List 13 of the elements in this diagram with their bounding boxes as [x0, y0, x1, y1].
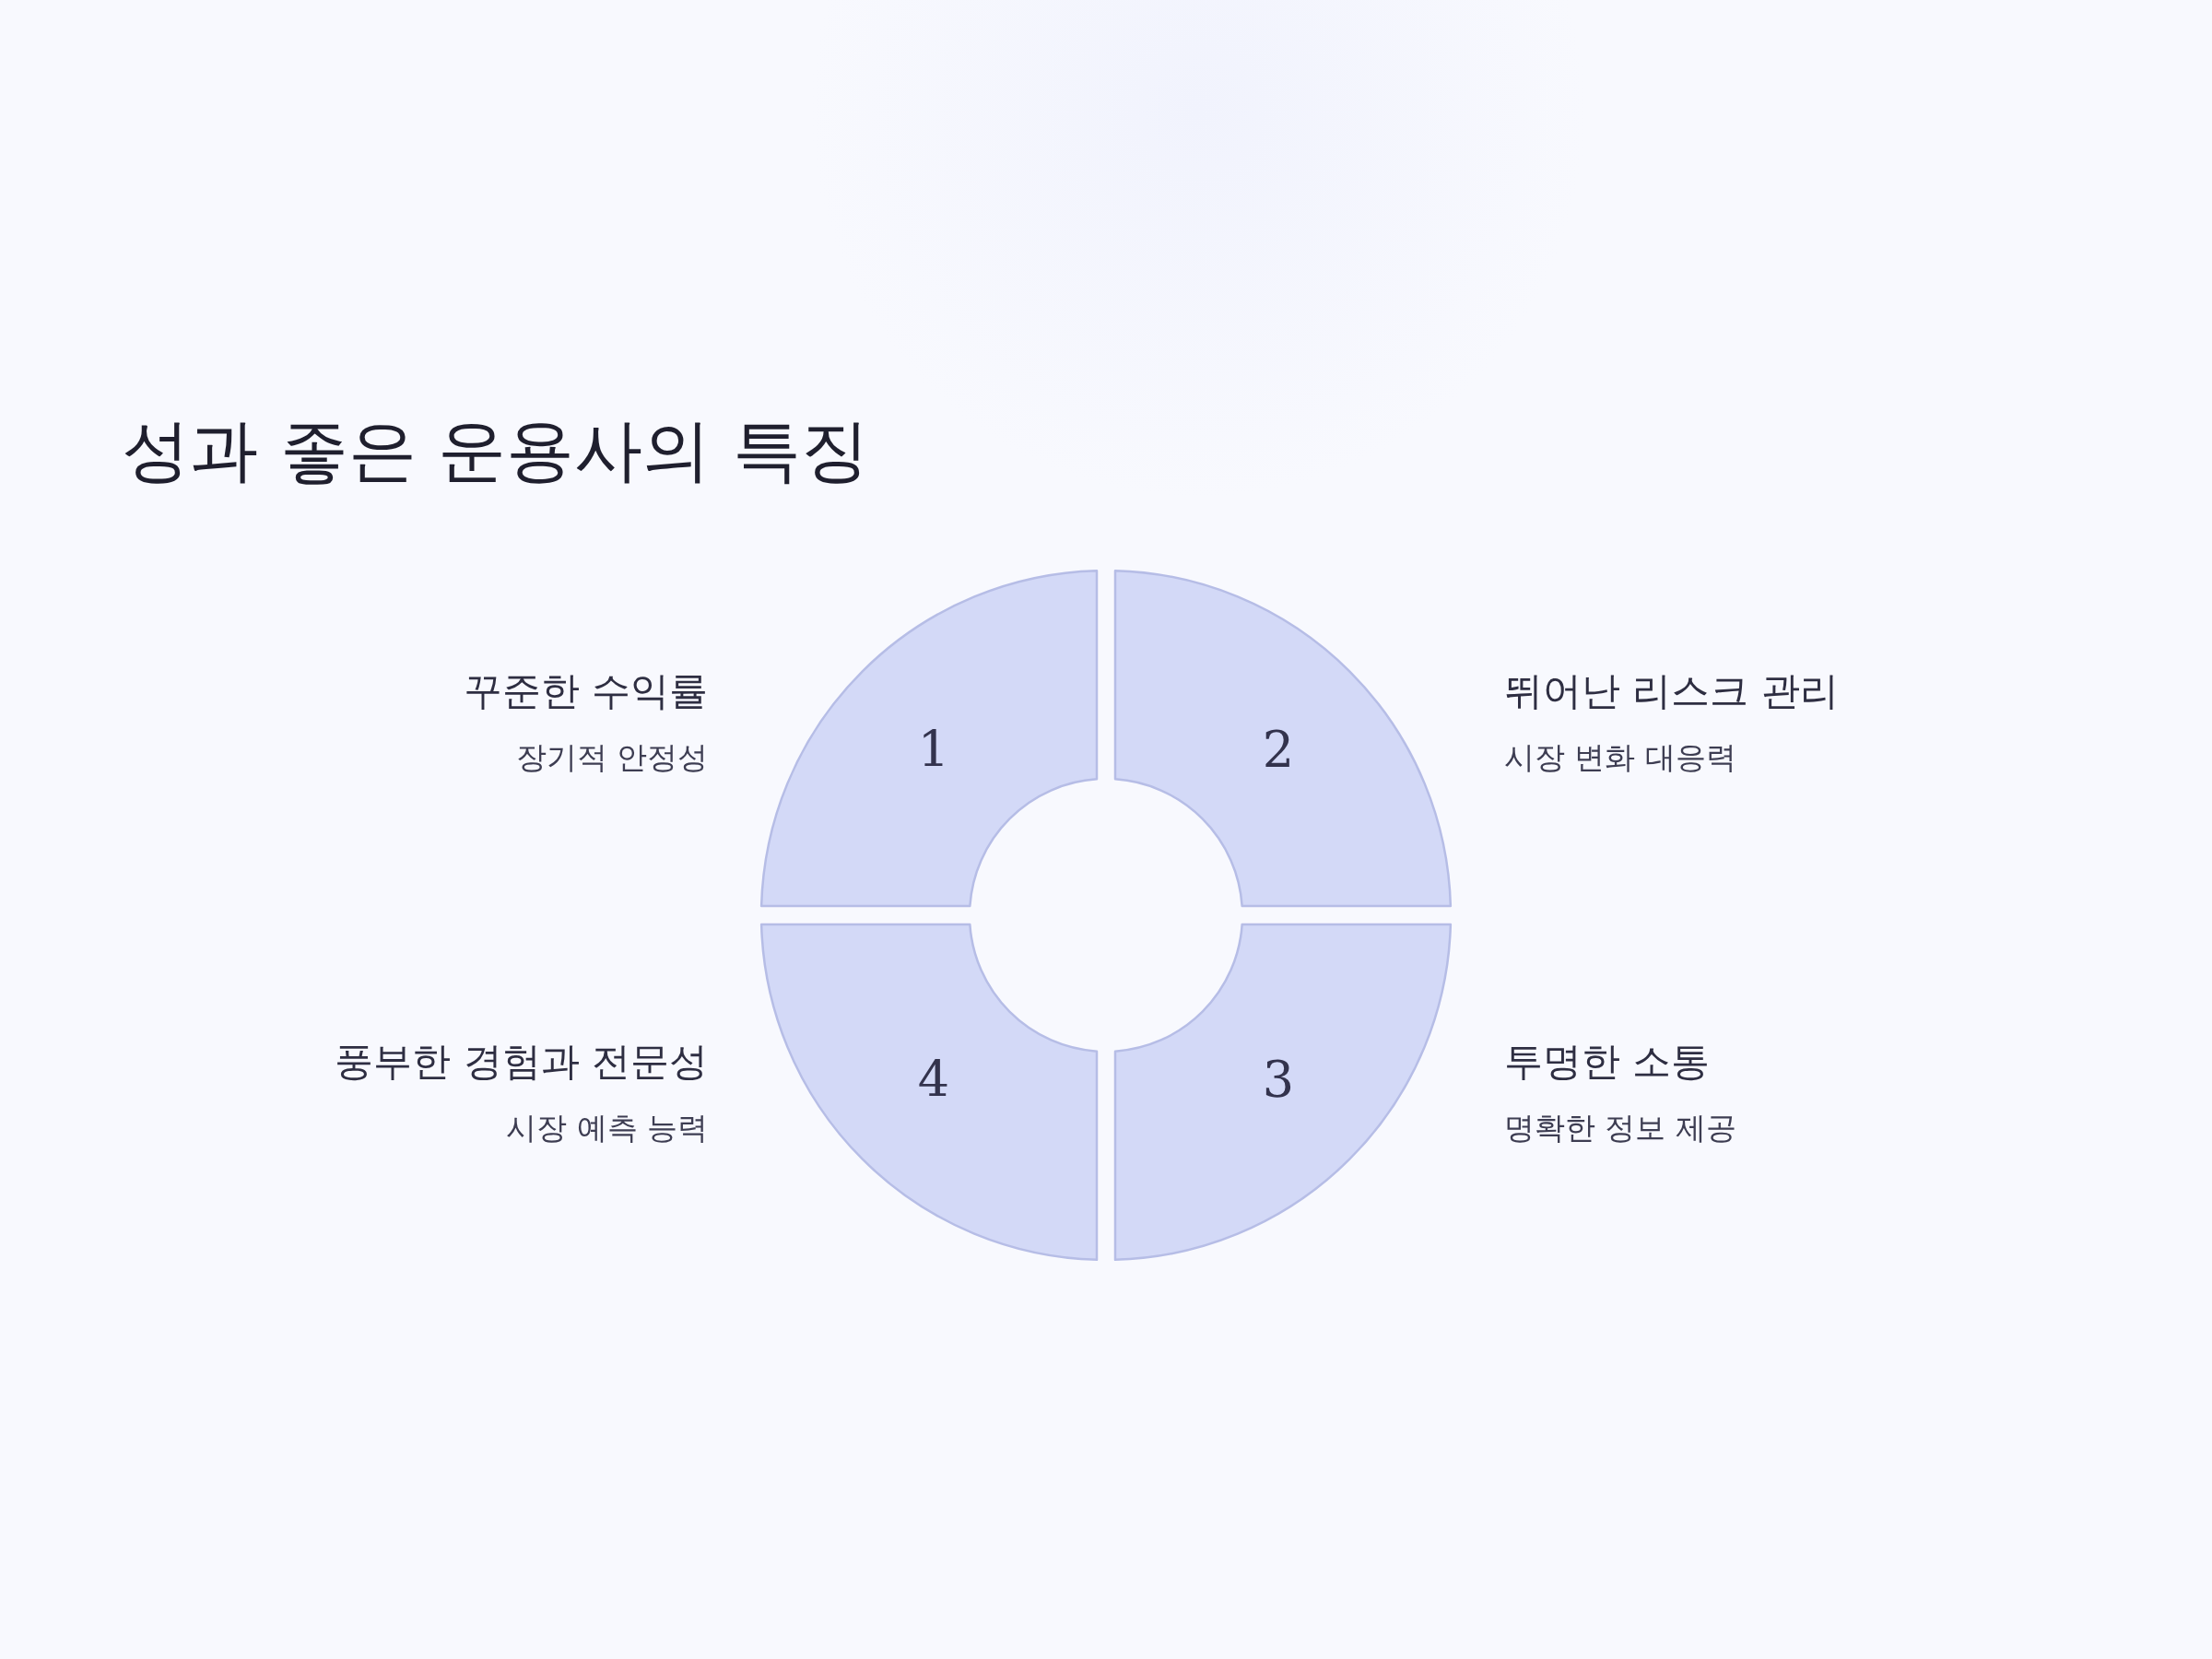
title: 성과 좋은 운용사의 특징 [122, 409, 869, 491]
feature-description: 장기적 안정성 [515, 738, 708, 777]
feature-heading: 풍부한 경험과 전문성 [335, 1038, 708, 1086]
segment-number: 3 [1262, 1055, 1295, 1105]
feature-description: 시장 예측 능력 [506, 1109, 708, 1147]
segment-number: 2 [1262, 725, 1295, 775]
feature-heading: 투명한 소통 [1504, 1038, 1711, 1086]
feature-description: 시장 변화 대응력 [1504, 738, 1736, 777]
segment-number: 4 [917, 1055, 950, 1105]
feature-description: 명확한 정보 제공 [1504, 1109, 1736, 1147]
feature-heading: 뛰어난 리스크 관리 [1504, 667, 1839, 715]
feature-heading: 꾸준한 수익률 [463, 667, 708, 715]
segment-number: 1 [917, 725, 950, 775]
